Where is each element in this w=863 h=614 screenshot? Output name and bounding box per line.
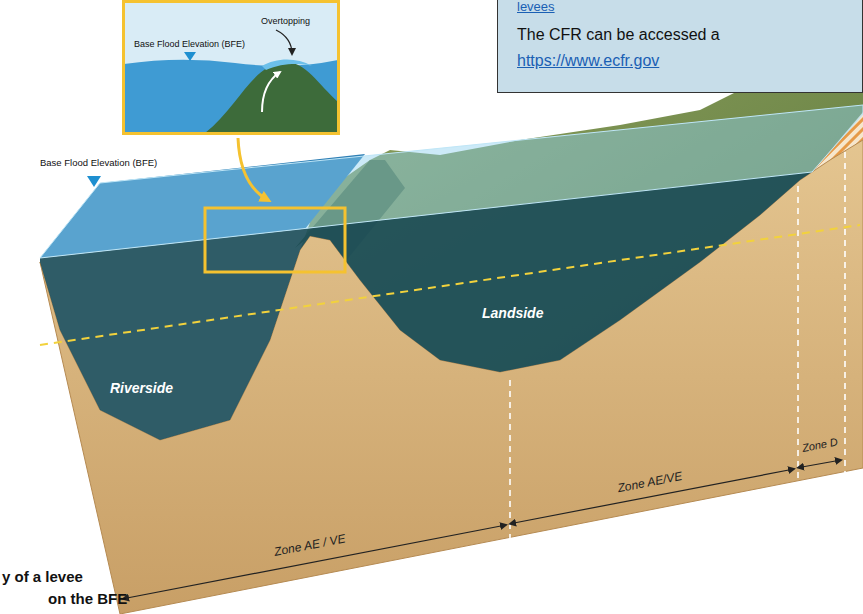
callout-text: Overtopping [261,16,310,26]
inset-picture [124,2,338,133]
link-text: https://www.ecfr.gov [517,52,659,70]
zone-divider [510,152,845,538]
inset-frame: OvertoppingBase Flood Elevation (BFE) [122,0,340,135]
zone-label: Zone AE / VE [273,532,347,559]
dimension-arrow [127,460,841,598]
dimension-arrow [802,460,841,467]
dimension-arrow [514,469,794,523]
zone-divider [844,152,846,473]
zone-divider [509,380,511,538]
note-text: The CFR can be accessed a [517,26,720,44]
area-label: Riverside [110,380,173,396]
caption-fragment: y of a levee [2,568,83,585]
inset-picture [184,52,196,61]
caption-fragment: on the BFE [48,590,127,607]
dimension-arrow [127,525,506,598]
zone-divider [797,186,799,482]
bfe-label: Base Flood Elevation (BFE) [40,158,157,169]
dashed-line [40,225,860,345]
bfe-symbol [87,176,101,187]
link-text: levees [517,0,555,15]
inset-picture [262,60,312,70]
zone-label: Zone AE/VE [616,470,683,496]
inset-picture [276,30,292,54]
note-box: leveesThe CFR can be accessed a https://w… [497,0,863,93]
inset-picture [205,62,338,133]
area-label: Landside [482,305,543,321]
inset-picture [124,2,338,133]
focus-frame [205,208,345,272]
inset-picture [262,72,280,112]
inset-picture [124,60,338,133]
bfe-label: Base Flood Elevation (BFE) [134,39,245,49]
focus-arrow [238,138,268,200]
zone-label: Zone D [801,435,839,454]
